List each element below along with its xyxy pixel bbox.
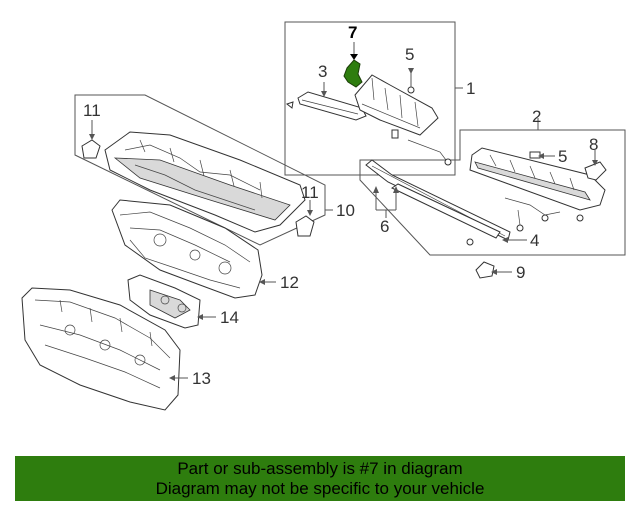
callout-12[interactable]: 12 (280, 273, 299, 292)
box2-hoses (504, 151, 584, 232)
group-box-2 (359, 129, 626, 256)
leader-lines (89, 42, 598, 381)
callout-5-top[interactable]: 5 (405, 45, 414, 64)
part-9-clip[interactable] (475, 261, 495, 279)
part-12-dash-panel[interactable] (111, 199, 263, 299)
callout-9[interactable]: 9 (516, 263, 525, 282)
callout-3[interactable]: 3 (318, 62, 327, 81)
callout-14[interactable]: 14 (220, 308, 239, 327)
part-10-cowl-panel[interactable] (104, 131, 306, 233)
callout-1[interactable]: 1 (466, 79, 475, 98)
callout-11-left[interactable]: 11 (83, 101, 101, 120)
part-14-insulator[interactable] (127, 274, 201, 329)
part-8-bracket[interactable] (584, 161, 607, 181)
part-1-cowl-top[interactable] (354, 74, 439, 136)
part-3-seal[interactable] (297, 91, 367, 121)
callout-4[interactable]: 4 (530, 231, 539, 250)
callout-8[interactable]: 8 (589, 135, 598, 154)
callout-6[interactable]: 6 (380, 217, 389, 236)
group-box-10 (74, 94, 326, 246)
callout-7[interactable]: 7 (348, 23, 357, 42)
info-banner: Part or sub-assembly is #7 in diagram Di… (15, 456, 625, 501)
part-11-bracket-a[interactable] (81, 139, 101, 159)
part-6-seals[interactable] (365, 159, 511, 241)
part-13-dash-insulator[interactable] (21, 287, 181, 411)
callout-2[interactable]: 2 (532, 107, 541, 126)
part-4-bolt (466, 238, 474, 246)
box1-fasteners (285, 70, 452, 166)
part-2-cowl[interactable] (469, 147, 606, 211)
callout-13[interactable]: 13 (192, 369, 211, 388)
part-11-bracket-b[interactable] (295, 215, 315, 237)
part-7-highlighted[interactable] (343, 59, 363, 88)
callout-11-right[interactable]: 11 (301, 183, 319, 202)
group-box-1 (284, 21, 456, 176)
banner-line-disclaimer: Diagram may not be specific to your vehi… (155, 479, 485, 498)
callout-10[interactable]: 10 (336, 201, 355, 220)
callout-5-right[interactable]: 5 (558, 147, 567, 166)
banner-line-part: Part or sub-assembly is #7 in diagram (177, 459, 463, 478)
parts-diagram: 7 3 5 1 2 5 8 6 4 9 10 11 11 12 14 13 (21, 21, 626, 411)
